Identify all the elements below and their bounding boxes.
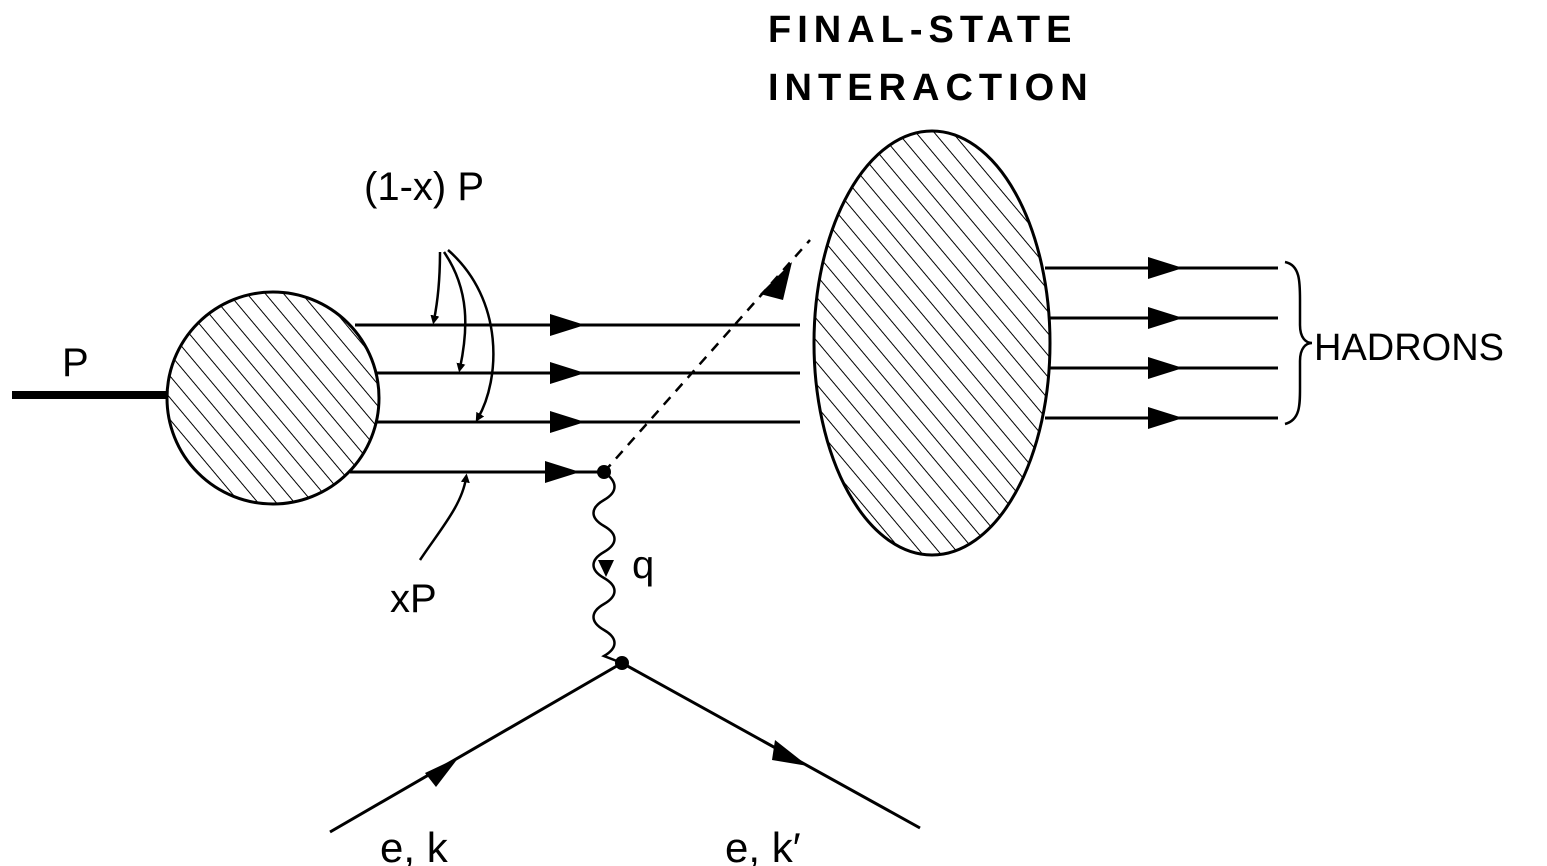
arrow-icon	[425, 757, 459, 787]
proton-blob	[165, 290, 381, 506]
arrow-icon	[545, 461, 580, 483]
electron-in-label: e, k	[380, 824, 449, 866]
photon-line	[592, 470, 623, 665]
hadrons-label: HADRONS	[1314, 327, 1504, 369]
arrow-icon	[760, 262, 792, 300]
photon-arrow-icon	[598, 560, 614, 577]
arrow-icon	[772, 740, 808, 766]
hadron-lines	[1045, 257, 1278, 429]
spectator-annotation-arrows	[430, 249, 495, 422]
arrow-icon	[1148, 357, 1183, 379]
arrow-icon	[1148, 407, 1183, 429]
spectator-momentum-label: (1-x) P	[364, 165, 484, 209]
electron-out-label: e, k′	[725, 824, 801, 866]
final-state-blob	[812, 129, 1052, 557]
struck-quark-line	[350, 461, 604, 483]
hadrons-brace	[1284, 260, 1313, 426]
arrow-icon	[550, 362, 585, 384]
struck-quark-outgoing	[603, 239, 811, 473]
spectator-quark-lines	[355, 314, 800, 433]
arrow-icon	[1148, 257, 1183, 279]
proton-label: P	[62, 341, 89, 385]
struck-annotation-arrow	[418, 473, 470, 561]
arrow-icon	[1148, 307, 1183, 329]
struck-momentum-label: xP	[390, 577, 437, 621]
photon-label: q	[632, 543, 654, 587]
arrow-icon	[550, 314, 585, 336]
title-line1: FINAL-STATE	[768, 9, 1077, 51]
vertex-quark-photon	[597, 465, 611, 479]
arrow-icon	[550, 411, 585, 433]
title-line2: INTERACTION	[768, 67, 1094, 109]
electron-outgoing	[621, 661, 921, 830]
electron-incoming	[329, 661, 623, 834]
